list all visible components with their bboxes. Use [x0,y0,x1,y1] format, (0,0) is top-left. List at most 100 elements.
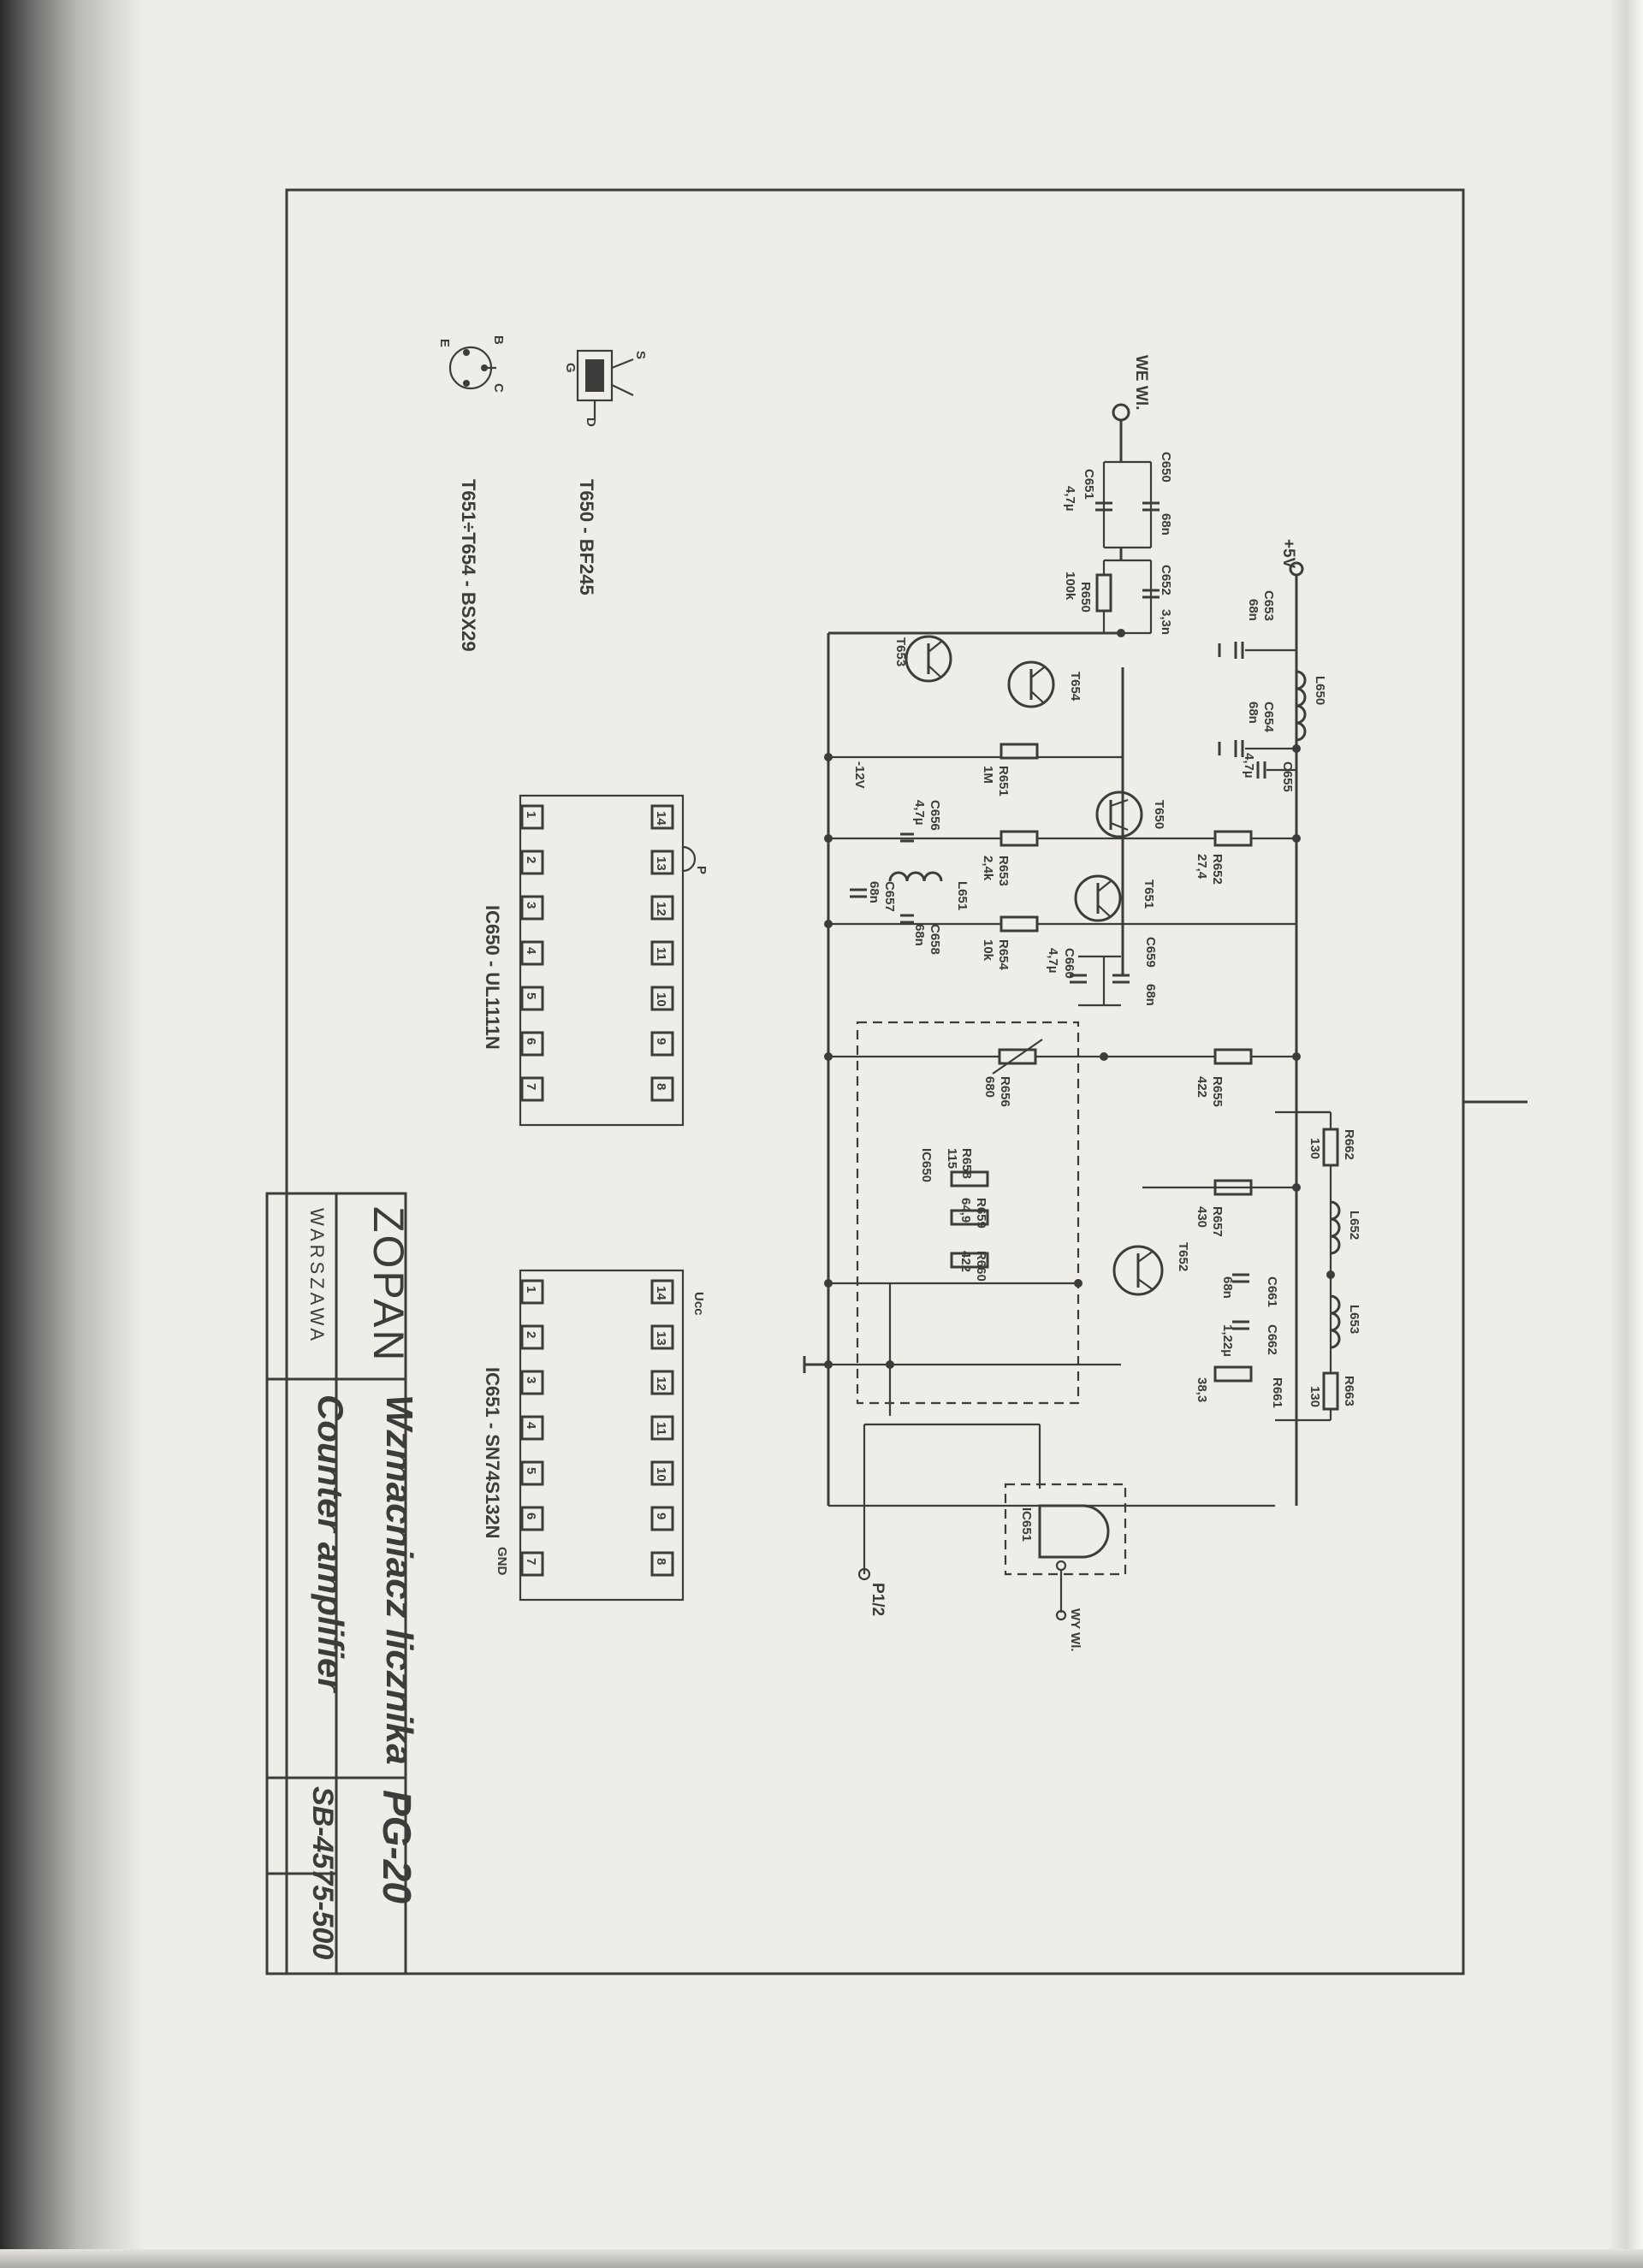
ic650-pin-number: 3 [524,902,538,909]
t652-label: T652 [1176,1242,1190,1271]
ic650-pin-box [650,804,674,830]
ic651-pin-number: 5 [524,1467,538,1474]
c656-value: 4,7µ [912,800,927,826]
c659-value: 68n [1143,984,1158,1006]
ic651-pin-number: 3 [524,1377,538,1383]
c657-label: C657 [882,881,897,912]
ic650-pin-box [520,1031,544,1057]
c650-value: 68n [1159,513,1173,536]
ic651-pin-number: 10 [654,1467,668,1482]
ic651-pin-box [650,1415,674,1441]
ic651-pin-number: 2 [524,1331,538,1338]
junction-dot [1292,744,1301,753]
c652-value: 3,3n [1159,609,1173,635]
c662-label: C662 [1265,1324,1279,1355]
ic651-pin-box [520,1370,544,1395]
r652-value: 27,4 [1195,854,1209,879]
ic650-pin-box [520,804,544,830]
junction-dot [824,834,833,843]
drawing-number: SB-4575-500 [306,1786,339,1959]
r656-label: R656 [998,1076,1012,1107]
ic650-legend: IC650 - UL1111N [482,905,503,1050]
r650-value: 100k [1063,571,1077,601]
ic651-pin-box [520,1415,544,1441]
c659-label: C659 [1143,937,1158,968]
r656-value: 680 [982,1076,997,1098]
r663-label: R663 [1342,1376,1356,1406]
junction-dot [824,753,833,761]
t651-legend: T651÷T654 - BSX29 [458,479,479,652]
c658-value: 68n [912,924,927,946]
l652-label: L652 [1347,1211,1361,1240]
ic650-pin-number: 2 [524,856,538,863]
ic650-pin-box [520,986,544,1011]
l652-coil-icon [1330,1200,1341,1255]
ic650-pin-number: 4 [524,947,538,955]
ic650-pin-number: 10 [654,992,668,1007]
ic651-pin-box [520,1551,544,1577]
ic651-pin-number: 7 [524,1558,538,1565]
r662-value: 130 [1308,1138,1322,1159]
scan-bottom-edge [0,2249,1643,2268]
t650-legend: T650 - BF245 [576,479,597,595]
ic651-pin-box [520,1460,544,1486]
ic650-dashed-outline [856,1021,1080,1405]
c654-label: C654 [1261,702,1276,733]
junction-dot [1117,629,1125,637]
pin-c-label: C [491,383,506,393]
ic651-legend: IC651 - SN74S132N [482,1367,503,1539]
c651-label: C651 [1082,469,1096,500]
junction-dot [1100,1052,1108,1061]
r660-value: 422 [958,1251,973,1272]
ic651-pin-box [520,1506,544,1531]
c661-value: 68n [1220,1276,1235,1299]
t654-transistor-icon [1007,660,1055,708]
model-number: PG-20 [375,1790,419,1904]
ic650-block-label: IC650 [919,1148,934,1182]
r661-label: R661 [1270,1377,1284,1408]
ic650-pin-box [650,986,674,1011]
ic651-pin-number: 1 [524,1286,538,1293]
l653-coil-icon [1330,1294,1341,1349]
ic651-pin-box [650,1324,674,1350]
ic651-pin-number: 8 [654,1558,668,1565]
r658-label: R658 [959,1148,974,1179]
title-english: Counter amplifier [311,1395,351,1694]
l651-label: L651 [955,881,970,910]
input-label: WE Wl. [1132,355,1150,410]
l651-coil-icon [888,871,943,882]
ic651-ucc-label: Ucc [691,1292,706,1316]
ic651-pin-number: 12 [654,1377,668,1391]
out-wy-label: WY Wl. [1068,1608,1082,1652]
ic651-pin-number: 9 [654,1513,668,1519]
c655-label: C655 [1280,761,1295,792]
r654-label: R654 [996,939,1011,971]
ic650-pin-box [650,1031,674,1057]
r654-value: 10k [981,939,995,962]
t654-label: T654 [1068,672,1082,702]
junction-dot [1326,1270,1335,1279]
r659-value: 64,9 [958,1198,973,1223]
junction-dot [1292,1052,1301,1061]
t650-label: T650 [1152,800,1166,829]
junction-dot [886,1360,894,1369]
r655-label: R655 [1210,1076,1225,1107]
c650-label: C650 [1159,452,1173,483]
junction-dot [824,920,833,928]
ic650-pin-box [520,895,544,921]
t652-transistor-icon [1112,1245,1164,1296]
junction-dot [1292,834,1301,843]
r652-label: R652 [1210,854,1225,885]
ic651-pin-number: 4 [524,1422,538,1430]
nand-gate-icon [1038,1504,1110,1559]
ic651-pin-number: 11 [654,1422,668,1436]
ic650-pin-number: 8 [654,1083,668,1090]
c658-label: C658 [928,924,942,955]
pin-b-label: B [491,335,506,345]
r653-label: R653 [996,856,1011,886]
company-city: WARSZAWA [306,1208,328,1344]
t651-label: T651 [1142,879,1156,909]
c660-value: 4,7µ [1046,948,1060,974]
l650-coil-icon [1296,670,1307,742]
